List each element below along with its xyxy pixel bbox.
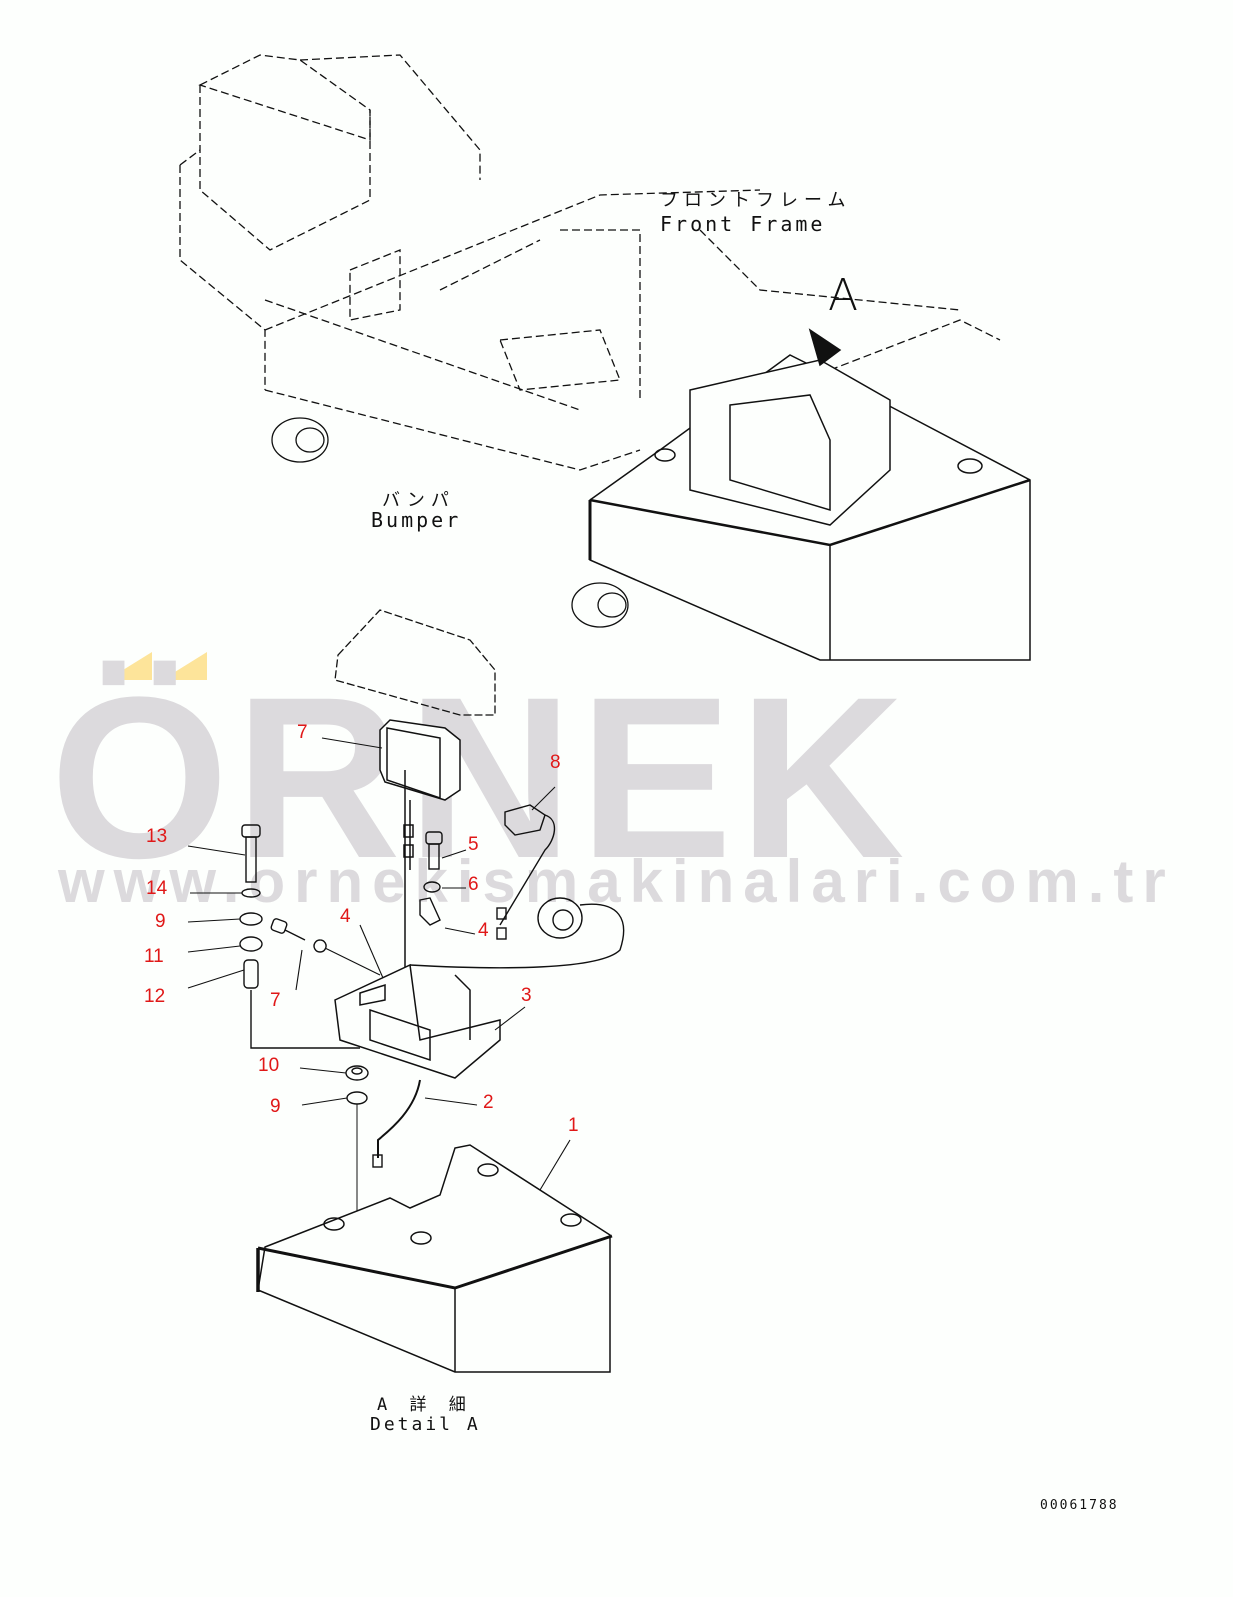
work-lamp <box>379 719 461 1060</box>
watermark-brand: ÖRNEK <box>50 649 911 906</box>
document-id: 00061788 <box>1040 1498 1119 1513</box>
callout-12: 12 <box>144 986 166 1007</box>
callout-9-top: 9 <box>155 911 166 932</box>
callout-4-right: 4 <box>478 920 489 941</box>
watermark-url: www.ornekismakinalari.com.tr <box>58 848 1175 915</box>
watermark-accent <box>107 652 207 686</box>
wheel-left <box>271 417 629 628</box>
bumper-block-top <box>588 328 1031 661</box>
callout-13: 13 <box>146 826 168 847</box>
callout-5: 5 <box>468 834 479 855</box>
top-cover <box>334 609 496 716</box>
callout-10: 10 <box>258 1055 280 1076</box>
front-frame-outline <box>179 54 1001 471</box>
fasteners-left <box>239 824 360 1049</box>
detail-title-en: Detail A <box>370 1414 481 1435</box>
front-frame-label-en: Front Frame <box>660 212 826 236</box>
bumper-label-en: Bumper <box>371 508 462 532</box>
callout-3: 3 <box>521 985 532 1006</box>
lamp-bracket-3 <box>334 963 501 1079</box>
callout-7-bolts: 7 <box>270 990 281 1011</box>
callout-8: 8 <box>550 752 561 773</box>
callout-9-bottom: 9 <box>270 1096 281 1117</box>
front-frame-label-jp: フロントフレーム <box>660 190 852 211</box>
detail-title-jp: A 詳 細 <box>377 1395 472 1415</box>
callout-2: 2 <box>483 1092 494 1113</box>
callout-4-left: 4 <box>340 906 351 927</box>
callout-7: 7 <box>297 722 308 743</box>
callout-14: 14 <box>146 878 168 899</box>
callout-6: 6 <box>468 874 479 895</box>
callout-11: 11 <box>144 946 164 967</box>
wiring-harness-2 <box>377 1079 421 1158</box>
callout-1: 1 <box>568 1115 579 1136</box>
connector-8 <box>409 804 625 969</box>
view-marker-a: A <box>828 270 859 321</box>
bumper-label-jp: バンパ <box>382 490 455 511</box>
fasteners-mid <box>270 831 443 953</box>
counterweight-1 <box>256 1144 613 1373</box>
leader-lines <box>187 737 571 1191</box>
